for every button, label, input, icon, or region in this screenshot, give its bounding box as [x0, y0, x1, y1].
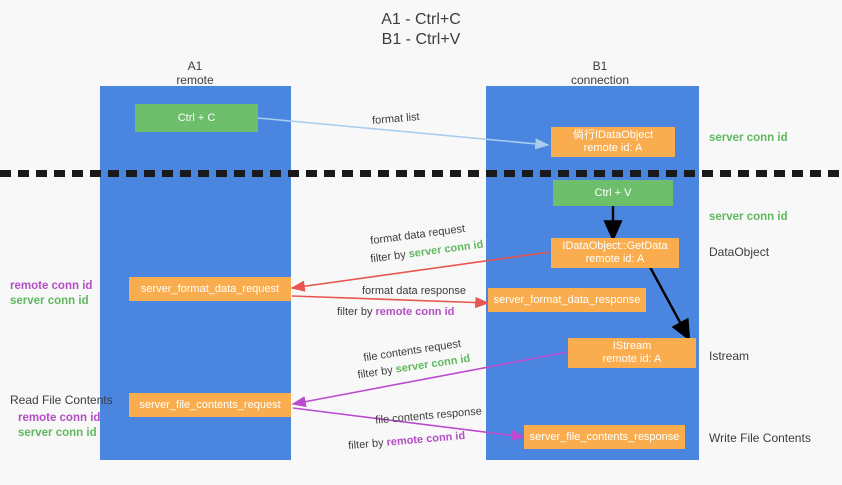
label-server-conn-id-top: server conn id [709, 132, 788, 144]
box-ctrl-v-label: Ctrl + V [594, 186, 632, 199]
box-istream-line2: remote id: A [602, 353, 662, 365]
box-ctrl-c[interactable]: Ctrl + C [135, 104, 258, 132]
label-remote-conn-id-bottom: remote conn id [18, 412, 101, 424]
label-write-file-contents: Write File Contents [709, 431, 811, 445]
column-a1-name: A1 [187, 59, 203, 73]
column-header-a1: A1 remote [115, 59, 275, 87]
column-b1-sub: connection [570, 73, 630, 87]
box-server-format-data-request[interactable]: server_format_data_request [129, 277, 291, 301]
caption-fdr-filter-prefix: filter by [369, 248, 410, 266]
box-istream[interactable]: IStream remote id: A [568, 338, 696, 368]
box-ctrl-v[interactable]: Ctrl + V [553, 180, 673, 206]
caption-fcresp-filter-prefix: filter by [347, 436, 388, 453]
caption-fcresp-filter-key: remote conn id [386, 429, 466, 449]
box-server-file-contents-request-label: server_file_contents_request [139, 398, 281, 411]
box-idataobject-line2: remote id: A [583, 142, 643, 154]
box-server-format-data-response[interactable]: server_format_data_response [488, 288, 646, 312]
caption-fdresp-filter-prefix: filter by [337, 306, 376, 318]
box-server-format-data-response-label: server_format_data_response [493, 293, 641, 306]
caption-format-list: format list [371, 111, 421, 127]
caption-fcr-filter-prefix: filter by [356, 363, 397, 382]
label-istream: Istream [709, 349, 750, 363]
caption-fdr-filter-key: server conn id [407, 238, 485, 261]
caption-format-data-response: format data response [362, 285, 466, 297]
column-header-b1: B1 connection [520, 59, 680, 87]
box-getdata-line2: remote id: A [585, 253, 645, 265]
label-dataobject: DataObject [709, 245, 770, 259]
label-server-conn-id-left-mid: server conn id [10, 295, 89, 307]
box-idataobject[interactable]: 倘行IDataObject remote id: A [551, 127, 675, 157]
column-b1-name: B1 [592, 59, 608, 73]
box-istream-line1: IStream [612, 340, 652, 352]
label-server-conn-id-mid: server conn id [709, 211, 788, 223]
box-idataobject-line1: 倘行IDataObject [572, 129, 654, 141]
box-idataobject-getdata[interactable]: IDataObject::GetData remote id: A [551, 238, 679, 268]
caption-format-data-response-filter: filter by remote conn id [337, 305, 454, 319]
box-server-file-contents-response[interactable]: server_file_contents_response [524, 425, 685, 449]
box-ctrl-c-label: Ctrl + C [177, 111, 216, 124]
box-server-format-data-request-label: server_format_data_request [140, 282, 280, 295]
box-server-file-contents-request[interactable]: server_file_contents_request [129, 393, 291, 417]
label-server-conn-id-bottom: server conn id [18, 427, 97, 439]
dashed-divider [0, 170, 842, 177]
column-a1-sub: remote [176, 73, 214, 87]
title-line-1: A1 - Ctrl+C [381, 11, 461, 28]
caption-fdresp-filter-key: remote conn id [375, 306, 455, 318]
label-remote-conn-id-mid: remote conn id [10, 280, 93, 292]
page-title: A1 - Ctrl+C B1 - Ctrl+V [0, 10, 842, 50]
caption-file-contents-response-filter: filter by remote conn id [348, 429, 466, 453]
title-line-2: B1 - Ctrl+V [381, 31, 461, 48]
caption-file-contents-response: file contents response [374, 405, 483, 427]
box-server-file-contents-response-label: server_file_contents_response [529, 430, 680, 443]
box-getdata-line1: IDataObject::GetData [562, 240, 668, 252]
label-read-file-contents: Read File Contents [10, 393, 113, 407]
